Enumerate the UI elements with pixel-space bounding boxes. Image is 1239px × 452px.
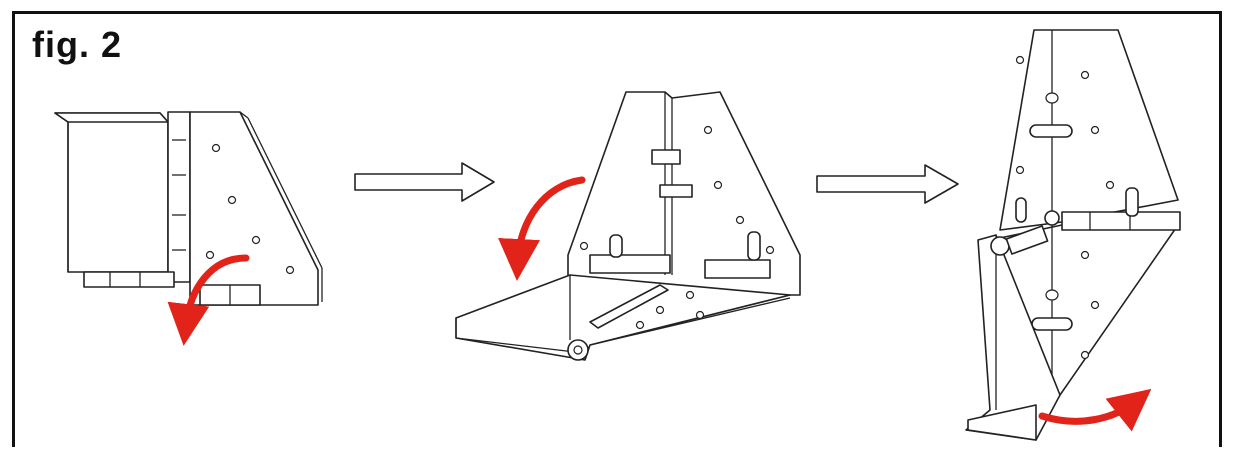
bracket-opening-base-plate — [455, 91, 801, 361]
upper-plate — [999, 29, 1179, 231]
bracket-folded-with-cover — [54, 111, 323, 306]
rotate-arrow-2 — [498, 176, 586, 281]
next-step-arrow-1 — [354, 162, 495, 202]
cover-front — [54, 112, 169, 273]
rotate-arrow-1 — [167, 254, 250, 346]
side-plate — [189, 111, 319, 306]
next-step-arrow-2 — [816, 164, 959, 204]
rotate-arrow-3 — [1038, 388, 1152, 432]
cover-top — [54, 112, 169, 123]
figure-label: fig. 2 — [32, 24, 123, 65]
bracket-unfolded-upright — [965, 29, 1181, 441]
